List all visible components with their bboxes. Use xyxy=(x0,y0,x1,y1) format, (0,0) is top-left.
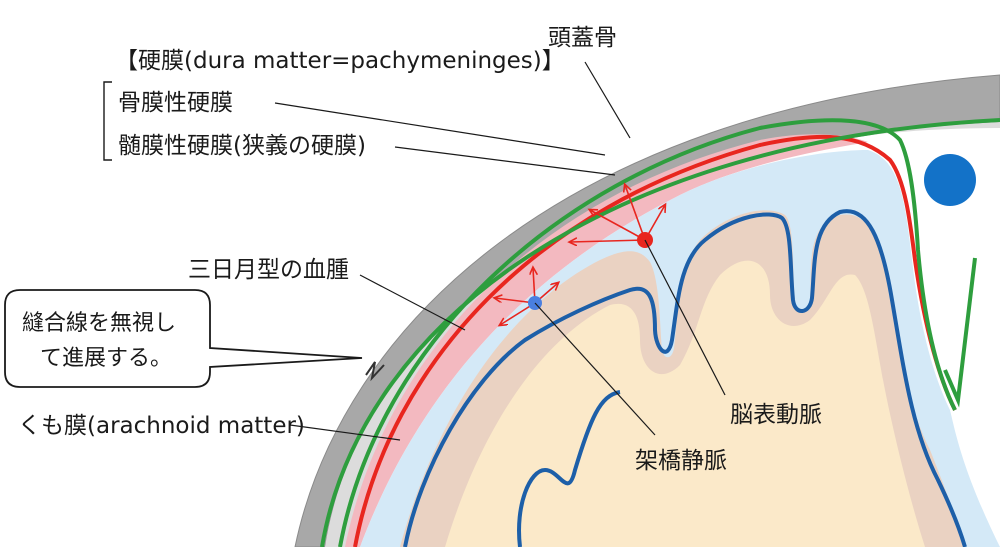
label-arachnoid: くも膜(arachnoid matter) xyxy=(18,413,305,439)
label-cortical-artery: 脳表動脈 xyxy=(730,402,822,428)
leader-meningeal xyxy=(394,146,616,176)
dura-green-outer xyxy=(320,118,1000,547)
label-bridging-vein: 架橋静脈 xyxy=(635,448,727,474)
label-periosteal: 骨膜性硬膜 xyxy=(118,90,233,116)
brain-inner xyxy=(445,260,925,547)
dura-bracket xyxy=(103,81,112,161)
callout-line-2: て進展する。 xyxy=(40,346,172,371)
callout-line-1: 縫合線を無視し xyxy=(22,311,176,336)
label-dura: 【硬膜(dura matter=pachymeninges)】 xyxy=(115,48,565,74)
label-hematoma: 三日月型の血腫 xyxy=(188,257,349,283)
leader-artery xyxy=(644,239,726,396)
dura-green-inner xyxy=(338,118,957,547)
label-meningeal: 髄膜性硬膜(狭義の硬膜) xyxy=(118,133,366,159)
falx-green-line xyxy=(943,257,977,408)
zigzag-suture-icon xyxy=(365,361,385,382)
leader-vein xyxy=(534,302,656,436)
leader-hematoma xyxy=(359,274,466,331)
leader-skull xyxy=(584,61,631,139)
leader-arachnoid xyxy=(289,424,401,441)
venous-sinus xyxy=(924,154,976,206)
callout-bubble xyxy=(4,289,363,388)
sulcus-line xyxy=(517,390,621,547)
leader-periosteal xyxy=(274,102,606,156)
red-arrow-icon xyxy=(495,185,665,325)
label-skull: 頭蓋骨 xyxy=(548,25,617,51)
pia-blue-line xyxy=(403,209,967,547)
